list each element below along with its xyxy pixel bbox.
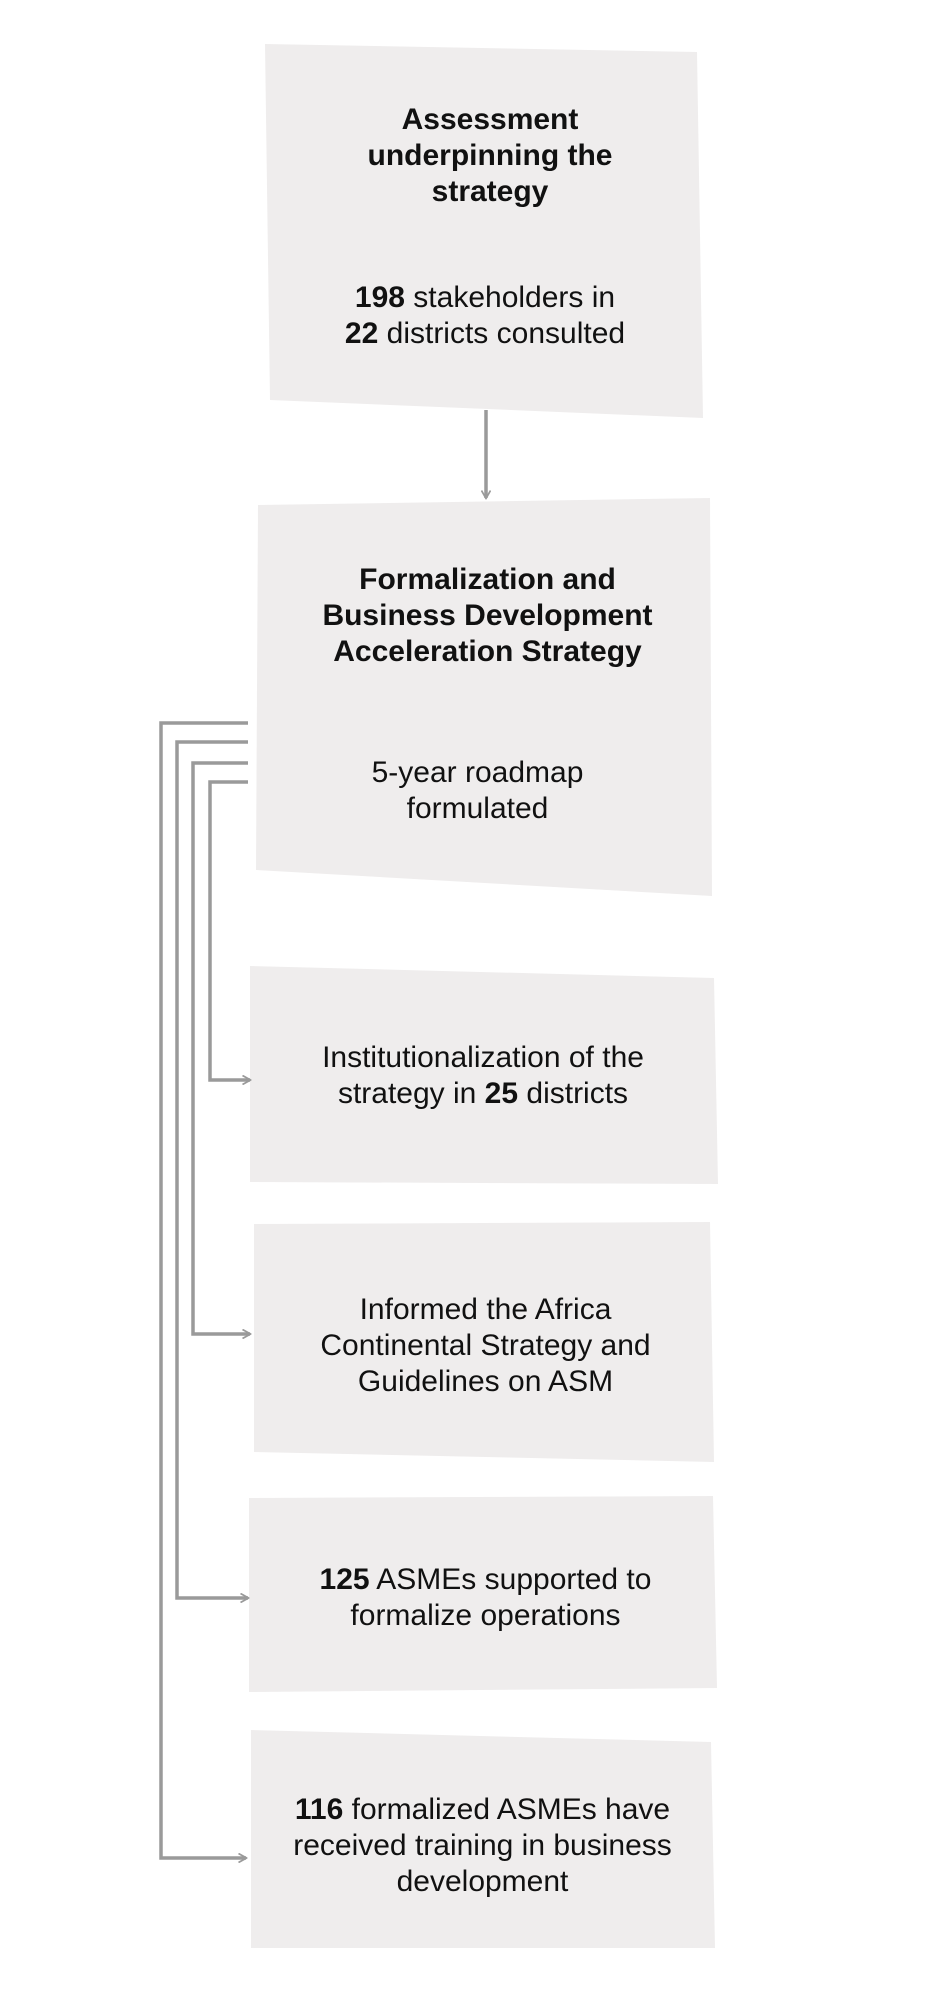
institutionalization-post: districts (518, 1077, 629, 1110)
districts-text: districts consulted (378, 317, 626, 350)
training-text-body: formalized ASMEs have received training … (293, 1793, 672, 1898)
institutionalization-text: Institutionalization of the strategy in … (278, 1040, 688, 1112)
africa-strategy-box (254, 1222, 714, 1462)
assessment-box (265, 44, 703, 418)
connector-to-africa-strategy (191, 761, 250, 1334)
africa-strategy-text: Informed the Africa Continental Strategy… (320, 1293, 651, 1398)
asmes-supported-text: 125 ASMEs supported to formalize operati… (283, 1562, 688, 1634)
assessment-title: Assessment underpinning the strategy (367, 103, 613, 208)
districts-count: 22 (344, 317, 379, 350)
training-count: 116 (294, 1793, 344, 1826)
training-text: 116 formalized ASMEs have received train… (280, 1792, 685, 1900)
strategy-box (256, 498, 712, 896)
asmes-count: 125 (319, 1563, 370, 1596)
connector-to-asmes-supported (175, 740, 248, 1598)
institutionalization-box (250, 966, 718, 1184)
asmes-text: ASMEs supported to formalize operations (350, 1563, 652, 1632)
training-box (251, 1730, 715, 1948)
stakeholders-count: 198 (354, 281, 405, 314)
institutionalization-count: 25 (484, 1077, 519, 1110)
roadmap-text: 5-year roadmap formulated (371, 756, 584, 825)
institutionalization-pre: Institutionalization of the strategy in (322, 1041, 644, 1110)
connector-to-institutionalization (208, 780, 250, 1080)
asmes-supported-box (249, 1496, 717, 1692)
assessment-stakeholders: 198 stakeholders in 22 districts consult… (290, 280, 680, 352)
connector-to-training (159, 721, 248, 1858)
strategy-title: Formalization and Business Development A… (322, 563, 653, 668)
stakeholders-text: stakeholders in (404, 281, 616, 314)
